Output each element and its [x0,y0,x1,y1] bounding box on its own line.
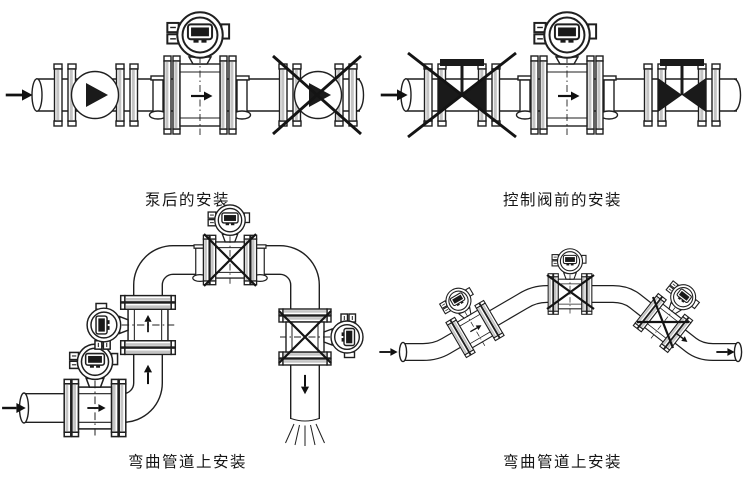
caption-after-pump: 泵后的安装 [144,192,230,209]
pipe [18,245,320,424]
figure-curved-pipe-right: 弯曲管道上安装 [375,190,750,483]
inlet-flow-arrow [378,347,399,357]
cross-mark [637,296,689,349]
horizontal-flowmeter [64,344,126,436]
vertical-flowmeter [87,296,175,355]
pipe-open-end [31,78,43,112]
crossed-top-flowmeter [203,205,256,285]
open-discharge-spray [285,423,325,446]
caption-curved-pipe-left: 弯曲管道上安装 [127,454,247,471]
pipe-end-cap [356,78,365,112]
electromagnetic-flowmeter [164,12,236,135]
pipe-end-cap [733,78,742,112]
cross-mark [272,54,362,136]
diagram-after-pump [4,0,365,185]
figure-before-control-valve: 控制阀前的安装 [375,0,750,209]
diagram-before-control-valve [379,0,742,139]
pump [70,70,120,120]
caption-curved-pipe-right: 弯曲管道上安装 [502,454,622,471]
inlet-flow-arrow [4,88,34,102]
pipe-open-end [733,341,743,363]
figure-curved-pipe-left: 弯曲管道上安装 [0,190,375,483]
cross-mark [546,274,595,310]
cross-mark [407,51,517,139]
crossed-discharge-flowmeter [279,309,363,365]
diagram-curved-pipe-left [0,190,375,446]
pipe-outlet-end [290,418,320,422]
caption-before-control-valve: 控制阀前的安装 [502,192,622,209]
flange-pair [115,63,139,127]
pipe-open-end [398,341,408,363]
diagram-curved-pipe-right [378,190,743,363]
electromagnetic-flowmeter [531,12,603,135]
cross-mark [203,233,257,287]
figure-after-pump: 泵后的安装 [0,0,375,209]
cross-mark [278,310,332,364]
